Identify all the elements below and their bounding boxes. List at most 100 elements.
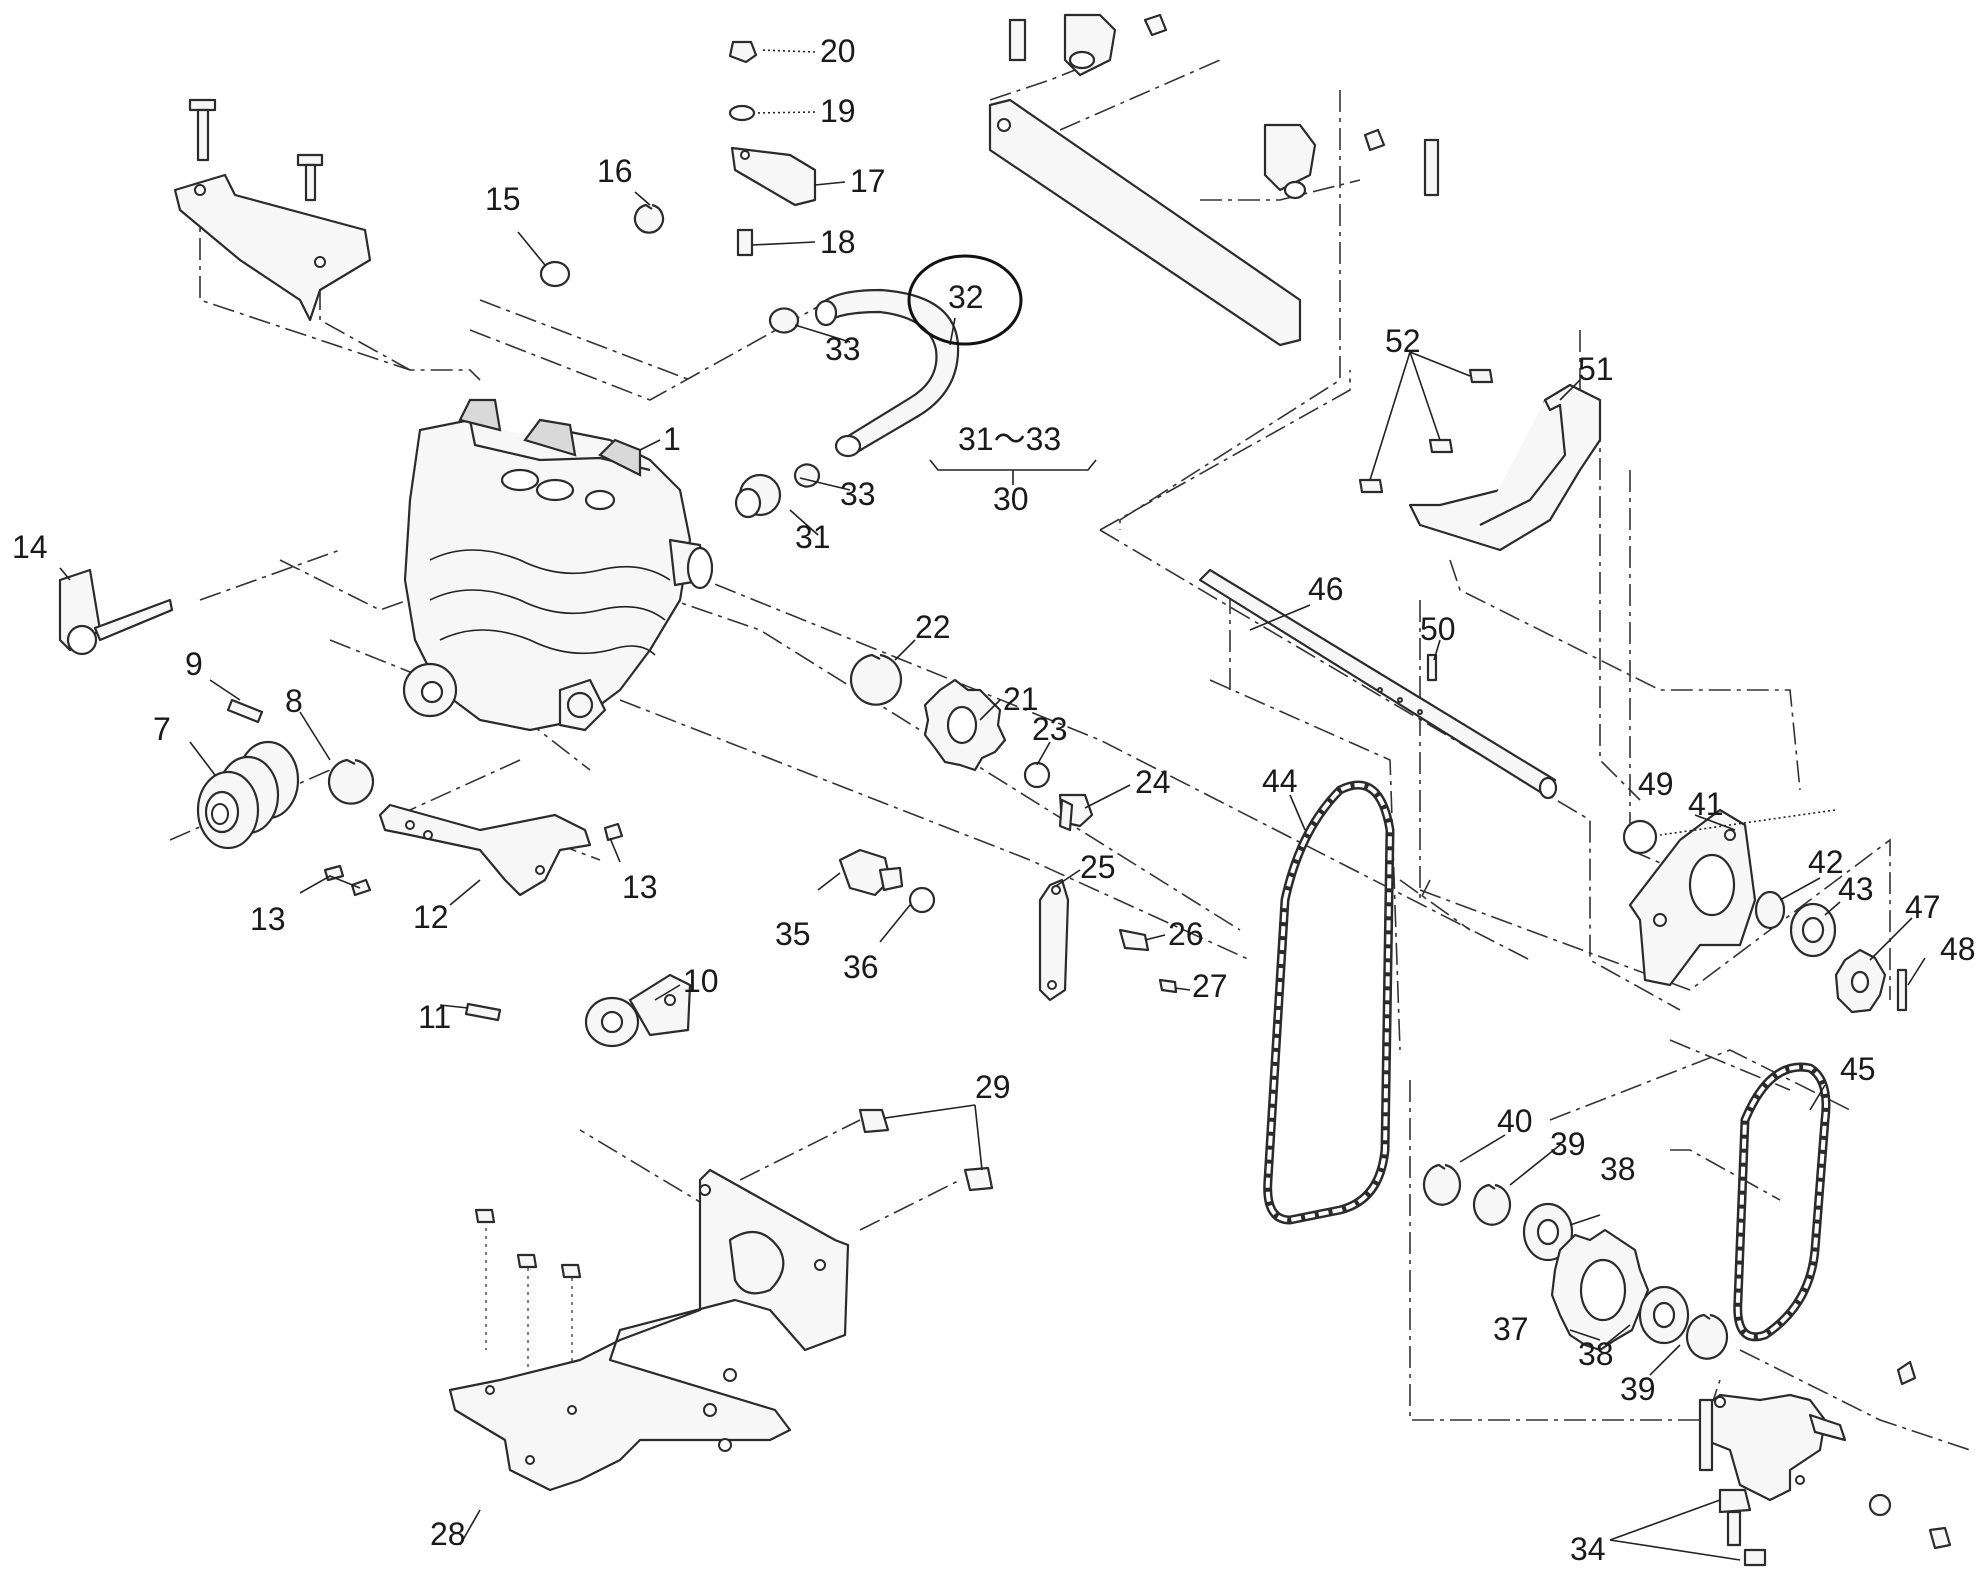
pin-48 xyxy=(1896,968,1908,1012)
bracket-17 xyxy=(728,40,817,257)
callout-25: 25 xyxy=(1080,849,1116,885)
washer-49 xyxy=(1622,819,1658,855)
callout-38a: 38 xyxy=(1600,1151,1636,1187)
callout-37: 37 xyxy=(1493,1311,1529,1347)
callout-7: 7 xyxy=(153,711,171,747)
clamp-33b xyxy=(793,463,821,488)
callout-43: 43 xyxy=(1838,871,1874,907)
callout-26: 26 xyxy=(1168,916,1204,952)
callout-30: 30 xyxy=(993,481,1029,517)
sprocket-21 xyxy=(923,678,1007,772)
bolts-28 xyxy=(474,1208,582,1279)
callout-24: 24 xyxy=(1135,764,1171,800)
ring-39b xyxy=(1685,1313,1729,1360)
callout-21: 21 xyxy=(1003,681,1039,717)
plug-35 xyxy=(838,848,904,897)
callout-32: 32 xyxy=(948,279,984,315)
callout-10: 10 xyxy=(683,963,719,999)
ring-16 xyxy=(633,203,665,234)
callout-8: 8 xyxy=(285,683,303,719)
bracket-12 xyxy=(378,803,592,897)
callout-17: 17 xyxy=(850,163,886,199)
bearing-38b xyxy=(1638,1285,1690,1345)
base-plate-28 xyxy=(448,1168,850,1492)
screw-26 xyxy=(1118,928,1150,952)
bracket-34 xyxy=(1698,1360,1952,1567)
callout-18: 18 xyxy=(820,224,856,260)
washer-36 xyxy=(908,886,936,914)
pin-11 xyxy=(464,1002,502,1022)
leader-lines xyxy=(59,49,1926,1561)
callout-22: 22 xyxy=(915,609,951,645)
callout-31-33: 31～33 xyxy=(958,421,1061,457)
callout-33a: 33 xyxy=(825,331,861,367)
callout-51: 51 xyxy=(1578,351,1614,387)
callout-15: 15 xyxy=(485,181,521,217)
callout-36: 36 xyxy=(843,949,879,985)
chain-45 xyxy=(1733,1062,1831,1342)
callout-40: 40 xyxy=(1497,1103,1533,1139)
shaft-46 xyxy=(1198,568,1558,800)
callout-9: 9 xyxy=(185,646,203,682)
ring-42 xyxy=(1754,890,1786,930)
callout-14: 14 xyxy=(12,529,48,565)
callout-16: 16 xyxy=(597,153,633,189)
screws-29 xyxy=(858,1108,994,1192)
group-bracket-30 xyxy=(929,459,1097,485)
sprocket-47 xyxy=(1834,948,1887,1014)
pin-50 xyxy=(1426,653,1438,682)
callout-19: 19 xyxy=(820,93,856,129)
parts-artwork xyxy=(58,13,1952,1567)
bearing-43 xyxy=(1789,902,1837,958)
ring-40 xyxy=(1422,1163,1462,1206)
callout-20: 20 xyxy=(820,33,856,69)
sprocket-37 xyxy=(1550,1228,1650,1352)
callout-13a: 13 xyxy=(250,901,286,937)
assembly-guide-lines xyxy=(169,59,1971,1451)
chain-44 xyxy=(1263,780,1395,1225)
callout-31: 31 xyxy=(795,519,831,555)
upper-bar xyxy=(988,13,1440,347)
ring-39a xyxy=(1472,1183,1512,1226)
bolt-24 xyxy=(1058,793,1094,832)
callout-numbers: 1 7 8 9 10 11 12 13 13 14 15 16 17 18 19… xyxy=(12,33,1976,1567)
tensioner-10 xyxy=(584,973,692,1048)
highlight-ring-32 xyxy=(907,254,1023,346)
callout-48: 48 xyxy=(1940,931,1976,967)
callout-41: 41 xyxy=(1688,786,1724,822)
callout-13b: 13 xyxy=(622,869,658,905)
bolts-52 xyxy=(1358,368,1494,494)
snap-ring-8 xyxy=(327,758,375,805)
snap-ring-22 xyxy=(849,653,903,706)
callout-29: 29 xyxy=(975,1069,1011,1105)
cover-51 xyxy=(1408,383,1602,552)
hose-32 xyxy=(814,288,960,458)
callout-28: 28 xyxy=(430,1516,466,1552)
callout-44: 44 xyxy=(1262,763,1298,799)
callout-46: 46 xyxy=(1308,571,1344,607)
callout-35: 35 xyxy=(775,916,811,952)
plate-25 xyxy=(1038,878,1070,1002)
callout-12: 12 xyxy=(413,899,449,935)
callout-39b: 39 xyxy=(1620,1371,1656,1407)
pin-9 xyxy=(226,698,264,724)
callout-34: 34 xyxy=(1570,1531,1606,1567)
callout-50: 50 xyxy=(1420,611,1456,647)
callout-33b: 33 xyxy=(840,476,876,512)
bearing-38a xyxy=(1522,1202,1574,1262)
callout-27: 27 xyxy=(1192,968,1228,1004)
cap-31 xyxy=(734,473,782,519)
transmission-housing xyxy=(402,398,714,732)
callout-1: 1 xyxy=(663,421,681,457)
callout-39a: 39 xyxy=(1550,1126,1586,1162)
callout-38b: 38 xyxy=(1578,1336,1614,1372)
callout-47: 47 xyxy=(1905,889,1941,925)
pulley xyxy=(196,740,300,850)
callout-23: 23 xyxy=(1032,711,1068,747)
washer-23 xyxy=(1023,761,1051,789)
washer-15 xyxy=(539,260,571,288)
screw-27 xyxy=(1158,978,1178,994)
clamp-33a xyxy=(768,307,800,334)
key-14 xyxy=(58,568,174,656)
